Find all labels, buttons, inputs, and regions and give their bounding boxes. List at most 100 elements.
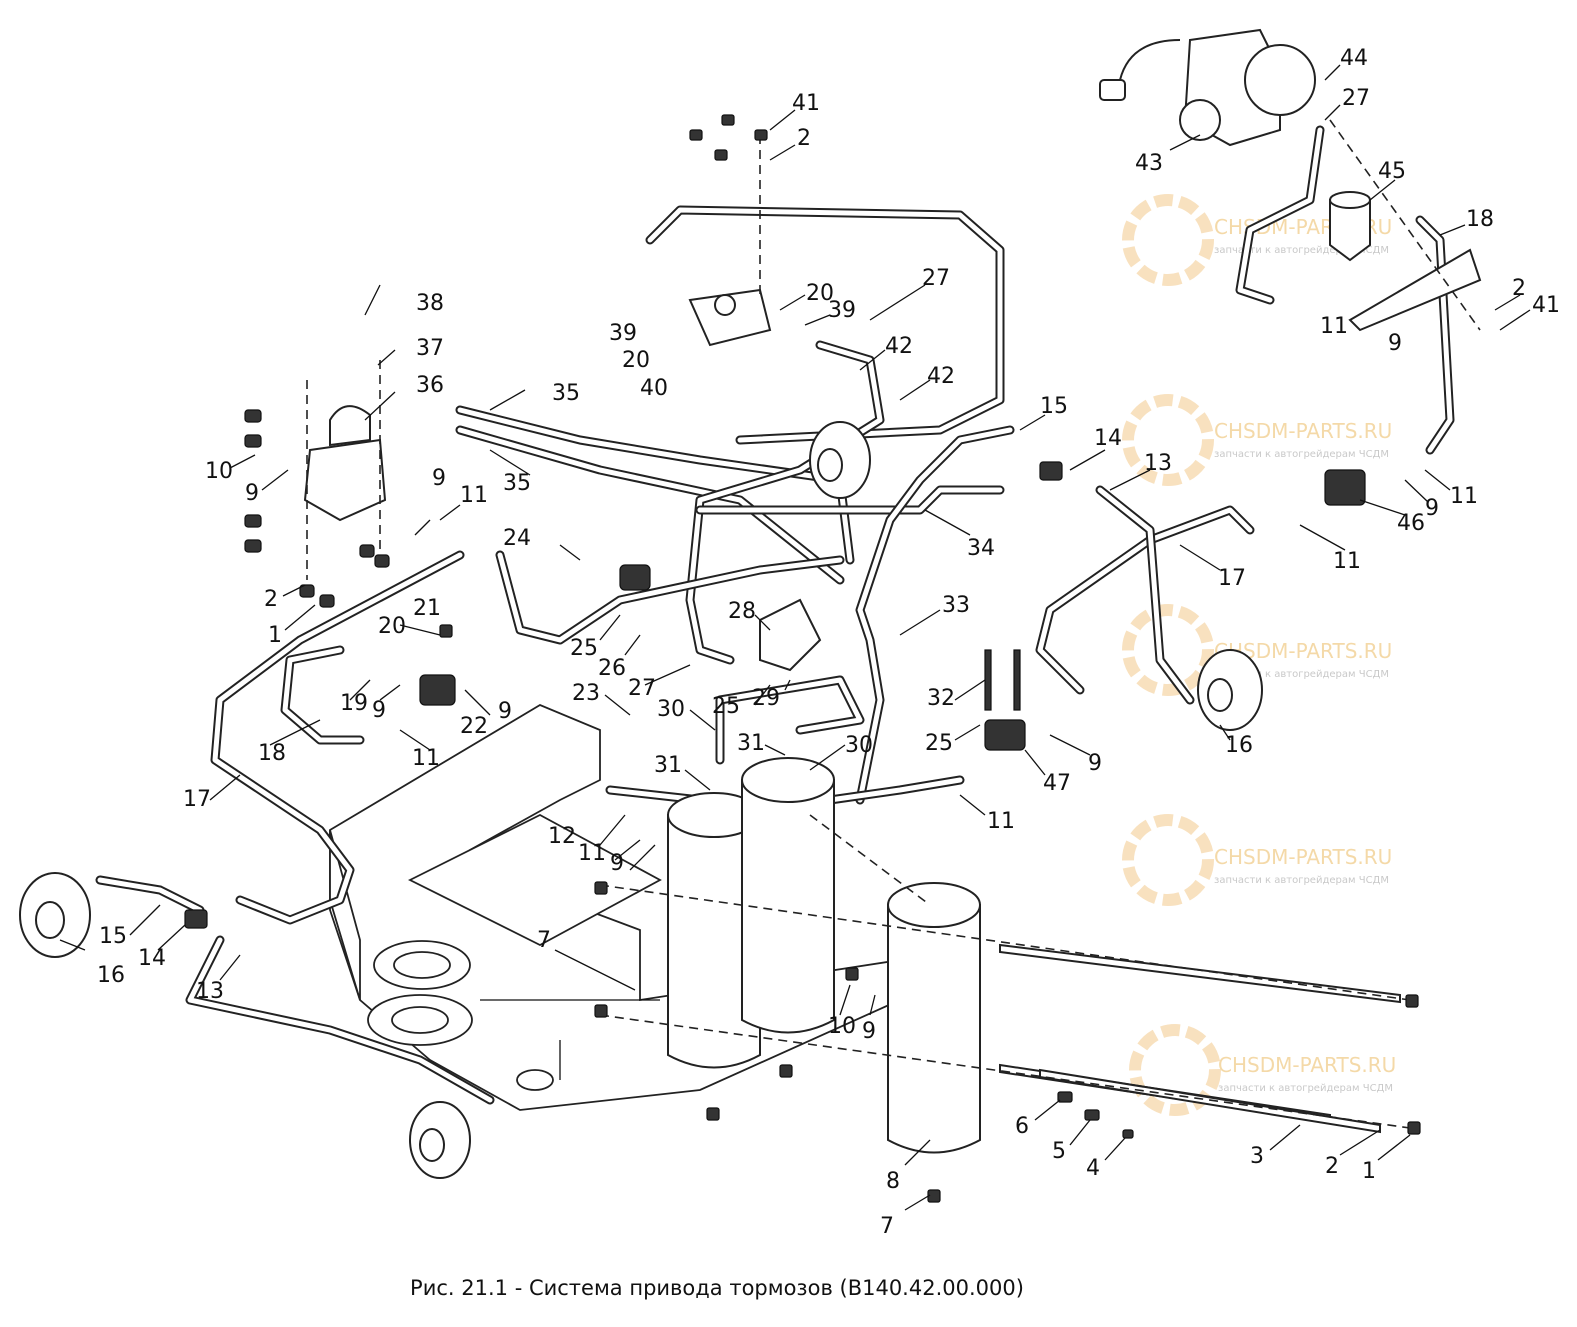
callout-21: 21 [413,596,441,621]
callout-20: 20 [622,348,650,373]
callout-47: 47 [1043,771,1071,796]
callout-17: 17 [183,787,211,812]
distribution-block [759,598,822,672]
callout-1: 1 [1362,1159,1376,1184]
callout-20: 20 [378,614,406,639]
callout-19: 19 [340,691,368,716]
brake-chamber-bottom [409,1101,471,1179]
watermark-brand: CHSDM-PARTS.RU [1218,1053,1396,1077]
callout-10: 10 [205,459,233,484]
callout-27: 27 [1342,86,1370,111]
callout-11: 11 [1333,549,1361,574]
watermark-tagline: запчасти к автогрейдерам ЧСДМ [1214,669,1389,680]
callout-35: 35 [503,471,531,496]
tie-rods [999,943,1401,1134]
callout-9: 9 [1088,751,1102,776]
bracket-right [1348,248,1482,332]
callout-40: 40 [640,376,668,401]
callout-41: 41 [1532,293,1560,318]
callout-34: 34 [967,536,995,561]
callout-14: 14 [138,946,166,971]
callout-23: 23 [572,681,600,706]
callout-6: 6 [1015,1114,1029,1139]
moisture-separator [1329,191,1371,262]
watermark-group: CHSDM-PARTS.RU запчасти к автогрейдерам … [1122,194,1396,1116]
callout-8: 8 [886,1169,900,1194]
callout-9: 9 [432,466,446,491]
callout-22: 22 [460,714,488,739]
callout-29: 29 [752,686,780,711]
callout-30: 30 [657,697,685,722]
relay-valve [688,288,772,347]
callout-27: 27 [922,266,950,291]
watermark-tagline: запчасти к автогрейдерам ЧСДМ [1214,449,1389,460]
callout-39: 39 [609,321,637,346]
callout-2: 2 [797,126,811,151]
figure-caption: Рис. 21.1 - Система привода тормозов (В1… [410,1276,1024,1300]
callout-2: 2 [1325,1154,1339,1179]
callout-14: 14 [1094,426,1122,451]
assembly-lines [306,119,1481,1129]
callout-24: 24 [503,526,531,551]
callout-9: 9 [862,1019,876,1044]
callout-20: 20 [806,281,834,306]
leader-lines [59,64,1531,1211]
watermark-tagline: запчасти к автогрейдерам ЧСДМ [1218,1083,1393,1094]
pipe-network [95,125,1455,1105]
callout-11: 11 [1320,314,1348,339]
callout-43: 43 [1135,151,1163,176]
callout-35: 35 [552,381,580,406]
callout-36: 36 [416,373,444,398]
callout-32: 32 [927,686,955,711]
watermark-tagline: запчасти к автогрейдерам ЧСДМ [1214,875,1389,886]
callout-44: 44 [1340,46,1368,71]
callout-labels: 1 2 10 9 38 37 36 35 35 9 11 41 2 20 39 … [97,46,1560,1239]
callout-25: 25 [570,636,598,661]
callout-9: 9 [498,699,512,724]
callout-31: 31 [654,753,682,778]
callout-37: 37 [416,336,444,361]
watermark-tagline: запчасти к автогрейдерам ЧСДМ [1214,245,1389,256]
callout-12: 12 [548,824,576,849]
fittings [184,114,1421,1203]
callout-45: 45 [1378,159,1406,184]
watermark-brand: CHSDM-PARTS.RU [1214,845,1392,869]
callout-2: 2 [264,587,278,612]
callout-15: 15 [1040,394,1068,419]
callout-15: 15 [99,924,127,949]
callout-42: 42 [927,364,955,389]
callout-9: 9 [245,481,259,506]
callout-39: 39 [828,298,856,323]
watermark-brand: CHSDM-PARTS.RU [1214,419,1392,443]
callout-38: 38 [416,291,444,316]
callout-31: 31 [737,731,765,756]
callout-28: 28 [728,599,756,624]
callout-11: 11 [1450,484,1478,509]
callout-4: 4 [1086,1156,1100,1181]
callout-10: 10 [828,1014,856,1039]
callout-16: 16 [97,963,125,988]
callout-2: 2 [1512,276,1526,301]
callout-26: 26 [598,656,626,681]
callout-7: 7 [537,928,551,953]
callout-7: 7 [880,1214,894,1239]
callout-9: 9 [1388,331,1402,356]
callout-42: 42 [885,334,913,359]
callout-11: 11 [578,841,606,866]
watermark-logo-icon [1122,194,1221,1116]
callout-13: 13 [196,979,224,1004]
callout-9: 9 [372,698,386,723]
brake-chamber-center [809,421,871,499]
callout-11: 11 [460,483,488,508]
compressor [1099,28,1316,147]
brake-chamber-right [1197,649,1263,731]
callout-41: 41 [792,91,820,116]
callout-25: 25 [712,694,740,719]
receiver-tanks [667,757,981,1154]
callout-18: 18 [1466,207,1494,232]
callout-3: 3 [1250,1144,1264,1169]
callout-11: 11 [987,809,1015,834]
callout-27: 27 [628,676,656,701]
callout-16: 16 [1225,733,1253,758]
